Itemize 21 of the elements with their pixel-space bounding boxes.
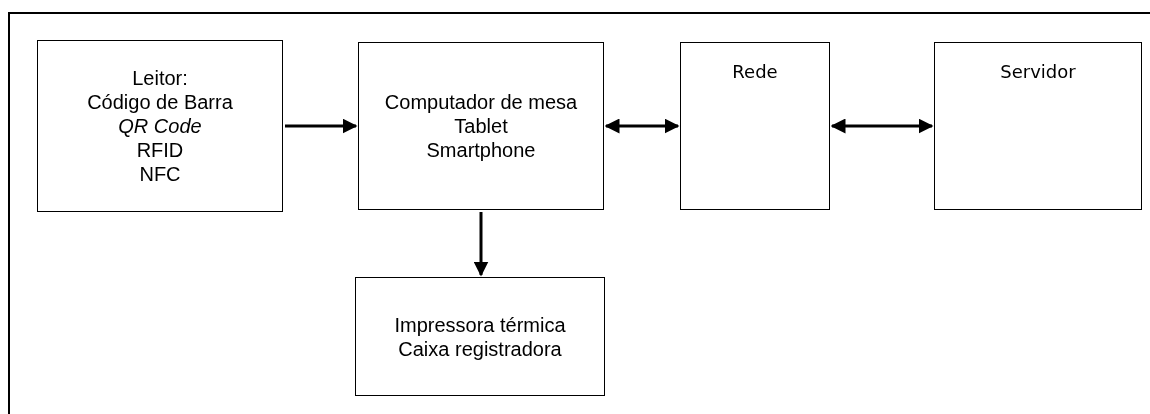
box-text: Rede (732, 61, 778, 83)
arrow (830, 118, 934, 134)
box-text: Smartphone (426, 138, 536, 162)
box-text: Computador de mesa (384, 90, 578, 114)
process-box (934, 42, 1142, 210)
process-box (680, 42, 830, 210)
box-text: Leitor: (132, 66, 188, 90)
box-text: Servidor (1000, 61, 1076, 83)
arrow (473, 212, 489, 277)
box-text: Código de Barra (87, 90, 233, 114)
box-text: NFC (139, 162, 181, 186)
box-text: Tablet (454, 114, 508, 138)
arrow (604, 118, 680, 134)
box-text: RFID (136, 138, 184, 162)
process-box (37, 40, 283, 212)
box-text: Caixa registradora (398, 336, 562, 361)
arrow (285, 118, 358, 134)
process-box (355, 277, 605, 396)
process-box (358, 42, 604, 210)
box-text: Impressora térmica (394, 312, 566, 337)
box-text: QR Code (118, 114, 202, 138)
